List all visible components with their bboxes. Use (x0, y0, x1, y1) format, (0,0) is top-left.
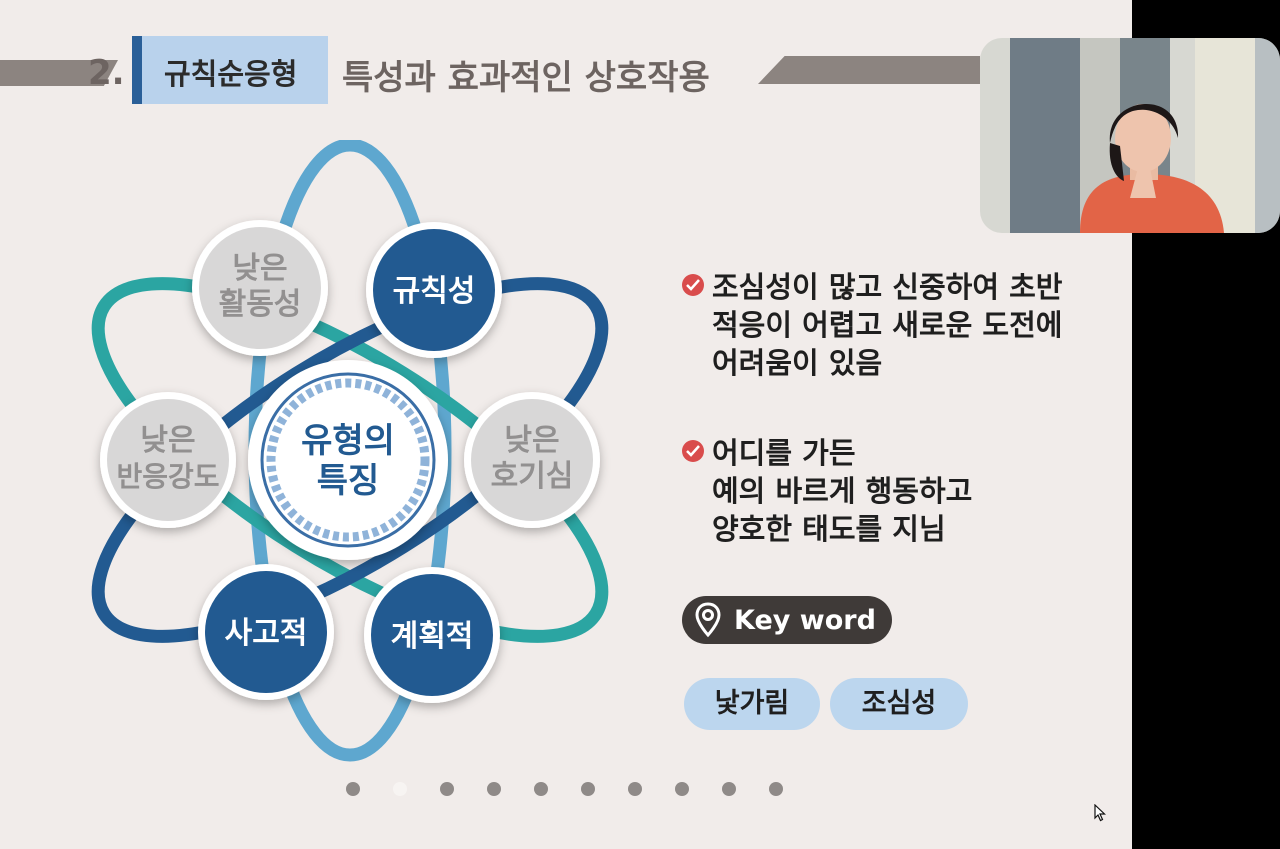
bullet-point-1: 조심성이 많고 신중하여 초반 적응이 어렵고 새로운 도전에 어려움이 있음 (682, 268, 1062, 382)
section-number: 2. (88, 53, 125, 93)
center-label-line1: 유형의 (301, 421, 395, 461)
slide-title: 특성과 효과적인 상호작용 (342, 58, 710, 98)
header-band-left (0, 60, 118, 86)
check-circle-icon (682, 440, 704, 462)
node-low-reactivity-line2: 반응강도 (116, 460, 219, 493)
page-dot-6[interactable] (581, 782, 595, 796)
node-low-curiosity-line2: 호기심 (491, 459, 574, 494)
bullet-2-line-1: 어디를 가든 (712, 436, 856, 470)
page-dot-4[interactable] (487, 782, 501, 796)
node-rule: 규칙성 (366, 222, 502, 358)
page-dot-3[interactable] (440, 782, 454, 796)
node-low-curiosity: 낮은 호기심 (464, 392, 600, 528)
keyword-tag-1: 낯가림 (684, 678, 820, 730)
bullet-2-line-3: 양호한 태도를 지님 (712, 512, 946, 546)
type-characteristics-diagram: 유형의 특징 규칙성 낮은 호기심 계획적 사고적 낮은 (91, 140, 609, 762)
keyword-label: Key word (734, 605, 876, 636)
type-tag: 규칙순응형 (132, 36, 328, 104)
page-dot-7[interactable] (628, 782, 642, 796)
node-low-curiosity-line1: 낮은 (504, 423, 559, 458)
presenter-avatar (1080, 103, 1224, 233)
check-circle-icon (682, 274, 704, 296)
node-low-reactivity: 낮은 반응강도 (100, 392, 236, 528)
page-dot-9[interactable] (722, 782, 736, 796)
node-low-activity: 낮은 활동성 (192, 220, 328, 356)
bullet-1-line-1: 조심성이 많고 신중하여 초반 (712, 270, 1063, 304)
keyword-tag-2: 조심성 (830, 678, 968, 730)
node-rule-label: 규칙성 (393, 274, 476, 309)
page-dot-1[interactable] (346, 782, 360, 796)
orbit-blue (91, 277, 609, 643)
node-thinking: 사고적 (198, 564, 334, 700)
page-dot-10[interactable] (769, 782, 783, 796)
bullet-point-2: 어디를 가든 예의 바르게 행동하고 양호한 태도를 지님 (682, 434, 972, 548)
page-dot-5[interactable] (534, 782, 548, 796)
bullet-2-line-2: 예의 바르게 행동하고 (712, 474, 973, 508)
orbit-teal (91, 277, 609, 643)
node-low-activity-line1: 낮은 (232, 251, 287, 286)
node-low-activity-line2: 활동성 (219, 287, 302, 322)
type-tag-label: 규칙순응형 (164, 57, 298, 91)
node-thinking-label: 사고적 (225, 616, 308, 651)
bullet-1-line-3: 어려움이 있음 (712, 346, 883, 380)
center-label-line2: 특징 (317, 461, 380, 501)
node-low-reactivity-line1: 낮은 (140, 423, 195, 458)
page-dot-2[interactable] (393, 782, 407, 796)
node-planned-label: 계획적 (391, 619, 474, 654)
presenter-video-feed[interactable] (980, 38, 1280, 233)
node-planned: 계획적 (364, 567, 500, 703)
presentation-slide: 2. 규칙순응형 특성과 효과적인 상호작용 유형의 특징 규칙성 (0, 0, 1132, 849)
header-band-right (758, 56, 980, 84)
center-hub: 유형의 특징 (248, 360, 448, 560)
keyword-badge: Key word (682, 596, 892, 644)
page-dot-8[interactable] (675, 782, 689, 796)
bullet-1-line-2: 적응이 어렵고 새로운 도전에 (712, 308, 1063, 342)
mouse-pointer-icon (1094, 804, 1106, 822)
location-pin-icon (695, 602, 721, 638)
